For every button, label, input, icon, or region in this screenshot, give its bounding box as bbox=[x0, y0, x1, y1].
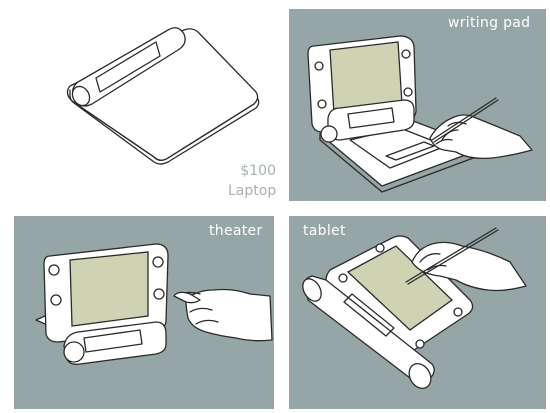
laptop-caption: $100 Laptop bbox=[228, 161, 276, 201]
theater-illustration bbox=[35, 243, 273, 365]
laptop-label: Laptop bbox=[228, 183, 277, 199]
writing-pad-label: writing pad bbox=[448, 15, 531, 31]
price-text: $100 bbox=[240, 163, 276, 179]
writing-pad-illustration bbox=[307, 35, 533, 193]
tablet-label: tablet bbox=[303, 223, 346, 239]
tablet-illustration bbox=[302, 227, 527, 389]
laptop-closed-illustration bbox=[66, 27, 260, 165]
theater-label: theater bbox=[209, 223, 263, 239]
